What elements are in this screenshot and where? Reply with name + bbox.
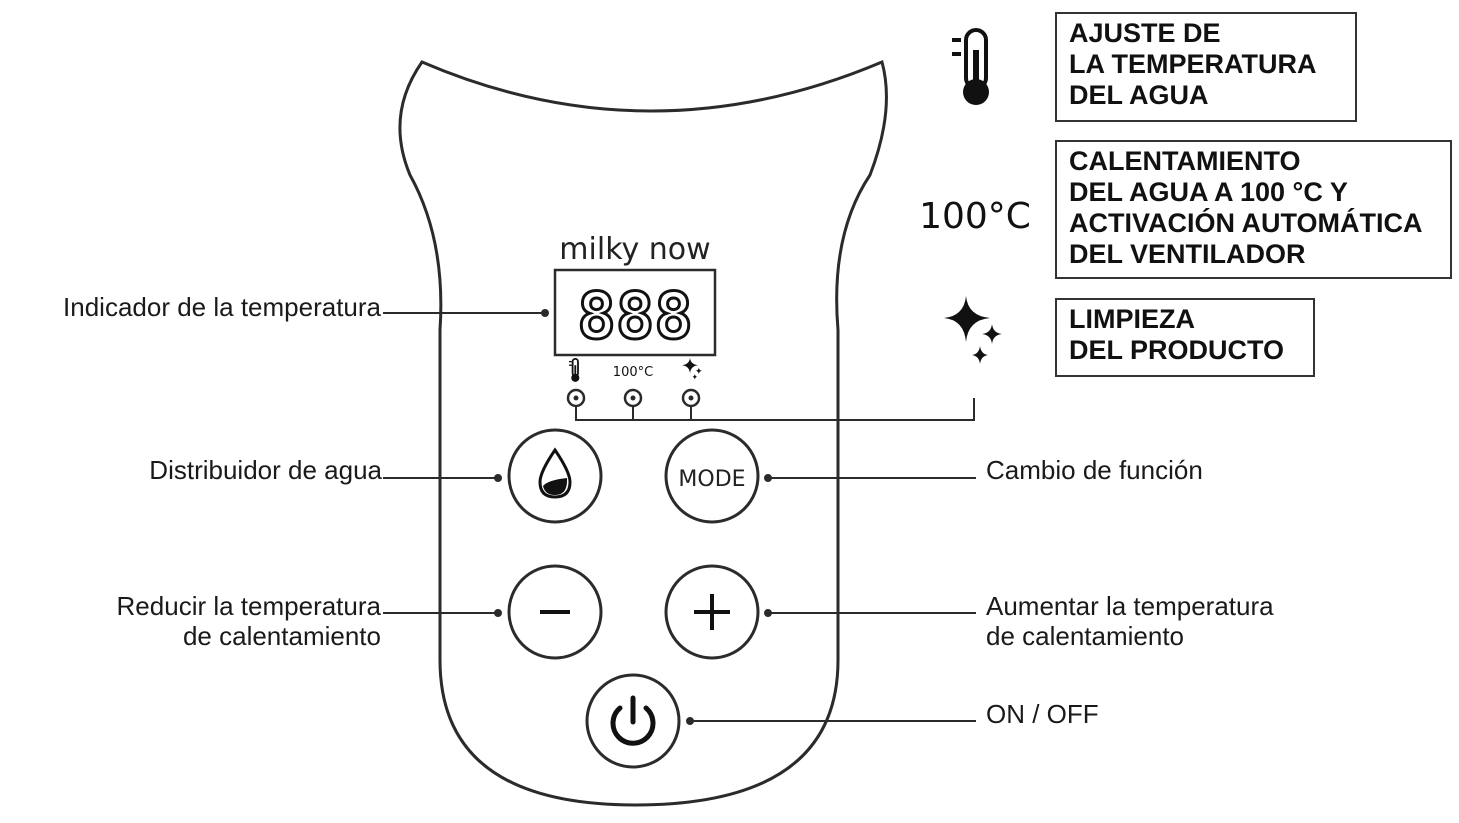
callout-increase-temperature: Aumentar la temperatura de calentamiento — [986, 591, 1274, 651]
brand-logo: milky now — [559, 232, 710, 267]
sparkle-icon — [682, 358, 702, 380]
legend-water-temp-line: DEL AGUA — [1069, 80, 1209, 110]
callout-reduce-temperature: Reducir la temperatura de calentamiento — [117, 591, 381, 651]
callout-lines — [383, 309, 976, 725]
callout-reduce-line1: Reducir la temperatura — [116, 591, 381, 621]
callout-water-dispenser: Distribuidor de agua — [149, 455, 382, 485]
boil-indicator-label: 100°C — [613, 365, 653, 380]
legend-cleaning: LIMPIEZA DEL PRODUCTO — [1055, 298, 1315, 377]
legend-boil-line: CALENTAMIENTO — [1069, 146, 1301, 176]
sparkle-icon — [944, 296, 1002, 364]
display-digits: 888 — [577, 280, 693, 354]
callout-increase-line1: Aumentar la temperatura — [986, 591, 1274, 621]
thermometer-icon — [952, 28, 989, 105]
legend-boil-line: DEL AGUA A 100 °C Y — [1069, 177, 1348, 207]
plus-icon — [694, 594, 730, 630]
led-bracket-line — [575, 398, 975, 421]
legend-boil-line: DEL VENTILADOR — [1069, 239, 1306, 269]
legend-water-temp-line: AJUSTE DE — [1069, 18, 1221, 48]
mode-button-label: MODE — [678, 467, 745, 492]
callout-temperature-indicator: Indicador de la temperatura — [63, 292, 381, 322]
callout-increase-line2: de calentamiento — [986, 621, 1185, 651]
legend-boil: CALENTAMIENTO DEL AGUA A 100 °C Y ACTIVA… — [1055, 140, 1452, 279]
power-icon — [610, 695, 656, 746]
mode-button[interactable] — [664, 428, 760, 524]
legend-cleaning-line: LIMPIEZA — [1069, 304, 1195, 334]
boil-symbol: 100°C — [919, 196, 1031, 237]
legend-boil-line: ACTIVACIÓN AUTOMÁTICA — [1069, 208, 1423, 238]
water-drop-icon — [538, 447, 572, 499]
callout-mode-change: Cambio de función — [986, 455, 1203, 485]
callout-reduce-line2: de calentamiento — [182, 621, 381, 651]
legend-water-temp-line: LA TEMPERATURA — [1069, 49, 1317, 79]
callout-power: ON / OFF — [986, 699, 1099, 729]
legend-water-temp: AJUSTE DE LA TEMPERATURA DEL AGUA — [1055, 12, 1357, 122]
thermometer-icon — [569, 358, 580, 382]
temperature-display — [553, 268, 717, 357]
legend-cleaning-line: DEL PRODUCTO — [1069, 335, 1285, 365]
